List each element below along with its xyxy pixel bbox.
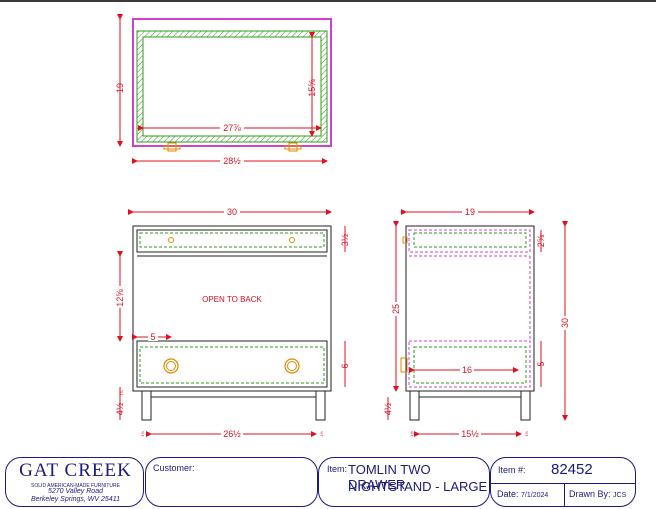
side-drawer-top-dim: 2⅝ bbox=[536, 234, 546, 247]
side-total-height-dim: 30 bbox=[560, 318, 570, 328]
side-leg-right-dim: 1½ bbox=[524, 431, 529, 437]
item-name-line-2: NIGHTSTAND - LARGE bbox=[348, 479, 488, 494]
front-drawer-bottom-dim: 6 bbox=[340, 363, 350, 368]
drawing-canvas: 19 15⅝ 27⅞ 28½ OPEN TO BACK 30 bbox=[114, 14, 571, 439]
item-number-label: Item #: bbox=[498, 465, 526, 475]
drawn-by-value: JCS bbox=[613, 492, 627, 499]
top-outer-width-dim: 28½ bbox=[223, 156, 241, 166]
top-depth-dim: 19 bbox=[115, 83, 125, 93]
top-inner-width-dim: 27⅞ bbox=[223, 123, 241, 133]
customer-label: Customer: bbox=[153, 463, 195, 473]
drawn-by-label: Drawn By: bbox=[569, 489, 611, 499]
top-inner-depth-dim: 15⅝ bbox=[307, 79, 317, 97]
top-view: 19 15⅝ 27⅞ 28½ bbox=[115, 14, 332, 166]
drawn-by-field: Drawn By: JCS bbox=[569, 489, 626, 499]
front-leg-left-dim: 1½ bbox=[140, 431, 145, 437]
company-name: GAT CREEK bbox=[19, 460, 132, 481]
side-depth-dim: 19 bbox=[465, 207, 475, 217]
address-line-1: 5270 Valley Road bbox=[47, 488, 103, 495]
side-inner-height-dim: 25 bbox=[391, 304, 401, 314]
date-value: 7/1/2024 bbox=[521, 492, 549, 499]
date-divider bbox=[564, 483, 565, 507]
front-view: OPEN TO BACK 30 3½ 12⅝ 5 6 1⅜ 4½ 26½ 1½ … bbox=[114, 206, 350, 439]
side-leg-left-dim: 1½ bbox=[409, 431, 414, 437]
date-label: Date: bbox=[497, 489, 519, 499]
front-bottom-rail-dim: 1⅜ bbox=[119, 390, 124, 396]
item-number-value: 82452 bbox=[551, 461, 593, 478]
item-number-divider bbox=[491, 483, 635, 484]
front-width-dim: 30 bbox=[227, 207, 237, 217]
company-tagline: SOLID AMERICAN-MADE FURNITURE bbox=[31, 483, 120, 489]
front-opening-dim: 12⅝ bbox=[115, 289, 125, 307]
open-to-back-note: OPEN TO BACK bbox=[202, 295, 262, 304]
front-pull-spacing-dim: 5 bbox=[150, 332, 155, 342]
front-leg-dim: 4½ bbox=[115, 402, 125, 415]
top-border bbox=[0, 0, 656, 2]
company-logo-block: GAT CREEK SOLID AMERICAN-MADE FURNITURE … bbox=[5, 457, 144, 507]
item-block: Item: TOMLIN TWO DRAWER NIGHTSTAND - LAR… bbox=[318, 457, 490, 507]
item-name-line-1: TOMLIN TWO DRAWER bbox=[348, 462, 431, 492]
item-number-block: Item #: 82452 Date: 7/1/2024 Drawn By: J… bbox=[490, 457, 636, 507]
company-address: 5270 Valley Road Berkeley Springs, WV 25… bbox=[6, 488, 145, 504]
side-drawer-depth-dim: 16 bbox=[462, 365, 472, 375]
side-view: 19 2⅝ 25 30 16 5 4½ 15½ 1½ 1½ bbox=[383, 206, 571, 439]
side-inner-depth-dim: 15½ bbox=[461, 429, 479, 439]
item-label: Item: bbox=[327, 464, 348, 474]
front-inner-width-dim: 26½ bbox=[223, 429, 241, 439]
address-line-2: Berkeley Springs, WV 25411 bbox=[31, 496, 120, 503]
customer-block: Customer: bbox=[145, 457, 318, 507]
front-leg-right-dim: 1½ bbox=[319, 431, 324, 437]
side-drawer-bottom-dim: 5 bbox=[536, 361, 546, 366]
front-drawer-top-dim: 3½ bbox=[340, 233, 350, 246]
side-leg-dim: 4½ bbox=[383, 402, 393, 415]
date-field: Date: 7/1/2024 bbox=[497, 489, 548, 499]
